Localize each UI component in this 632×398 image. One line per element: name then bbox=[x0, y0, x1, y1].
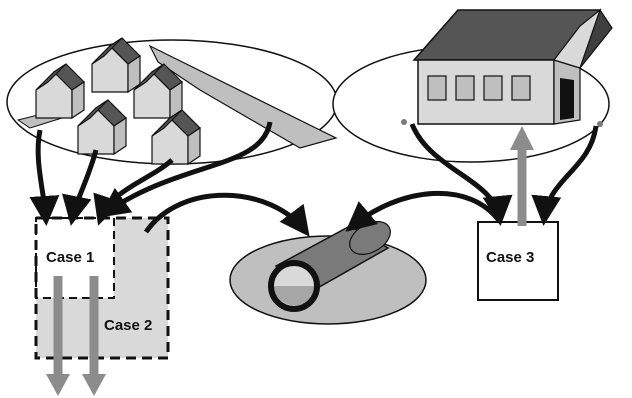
house-small-icon bbox=[77, 99, 127, 156]
house-small-icon bbox=[151, 109, 201, 166]
curved-arrow-icon bbox=[409, 123, 513, 226]
curved-arrow-icon bbox=[99, 121, 273, 218]
houses-cluster-icon bbox=[35, 37, 201, 166]
thick-down-arrow-icon bbox=[46, 276, 70, 396]
house-icon bbox=[401, 8, 613, 127]
house-small-icon bbox=[35, 63, 85, 120]
road-wedge bbox=[148, 44, 338, 149]
house-small-icon bbox=[133, 63, 183, 120]
thick-down-arrow-icon bbox=[82, 276, 106, 396]
house-small-icon bbox=[91, 37, 141, 94]
curved-arrow-icon bbox=[143, 192, 310, 237]
pipe-cylinder-icon bbox=[229, 221, 427, 325]
case2-label: Case 2 bbox=[104, 317, 152, 334]
case3-label: Case 3 bbox=[486, 249, 534, 266]
curved-arrow-icon bbox=[62, 149, 99, 226]
case1-label: Case 1 bbox=[46, 249, 94, 266]
thick-up-arrow-icon bbox=[510, 126, 534, 226]
case3-box bbox=[477, 221, 559, 301]
curved-arrow-icon bbox=[29, 129, 60, 226]
curved-arrow-icon bbox=[531, 125, 599, 226]
